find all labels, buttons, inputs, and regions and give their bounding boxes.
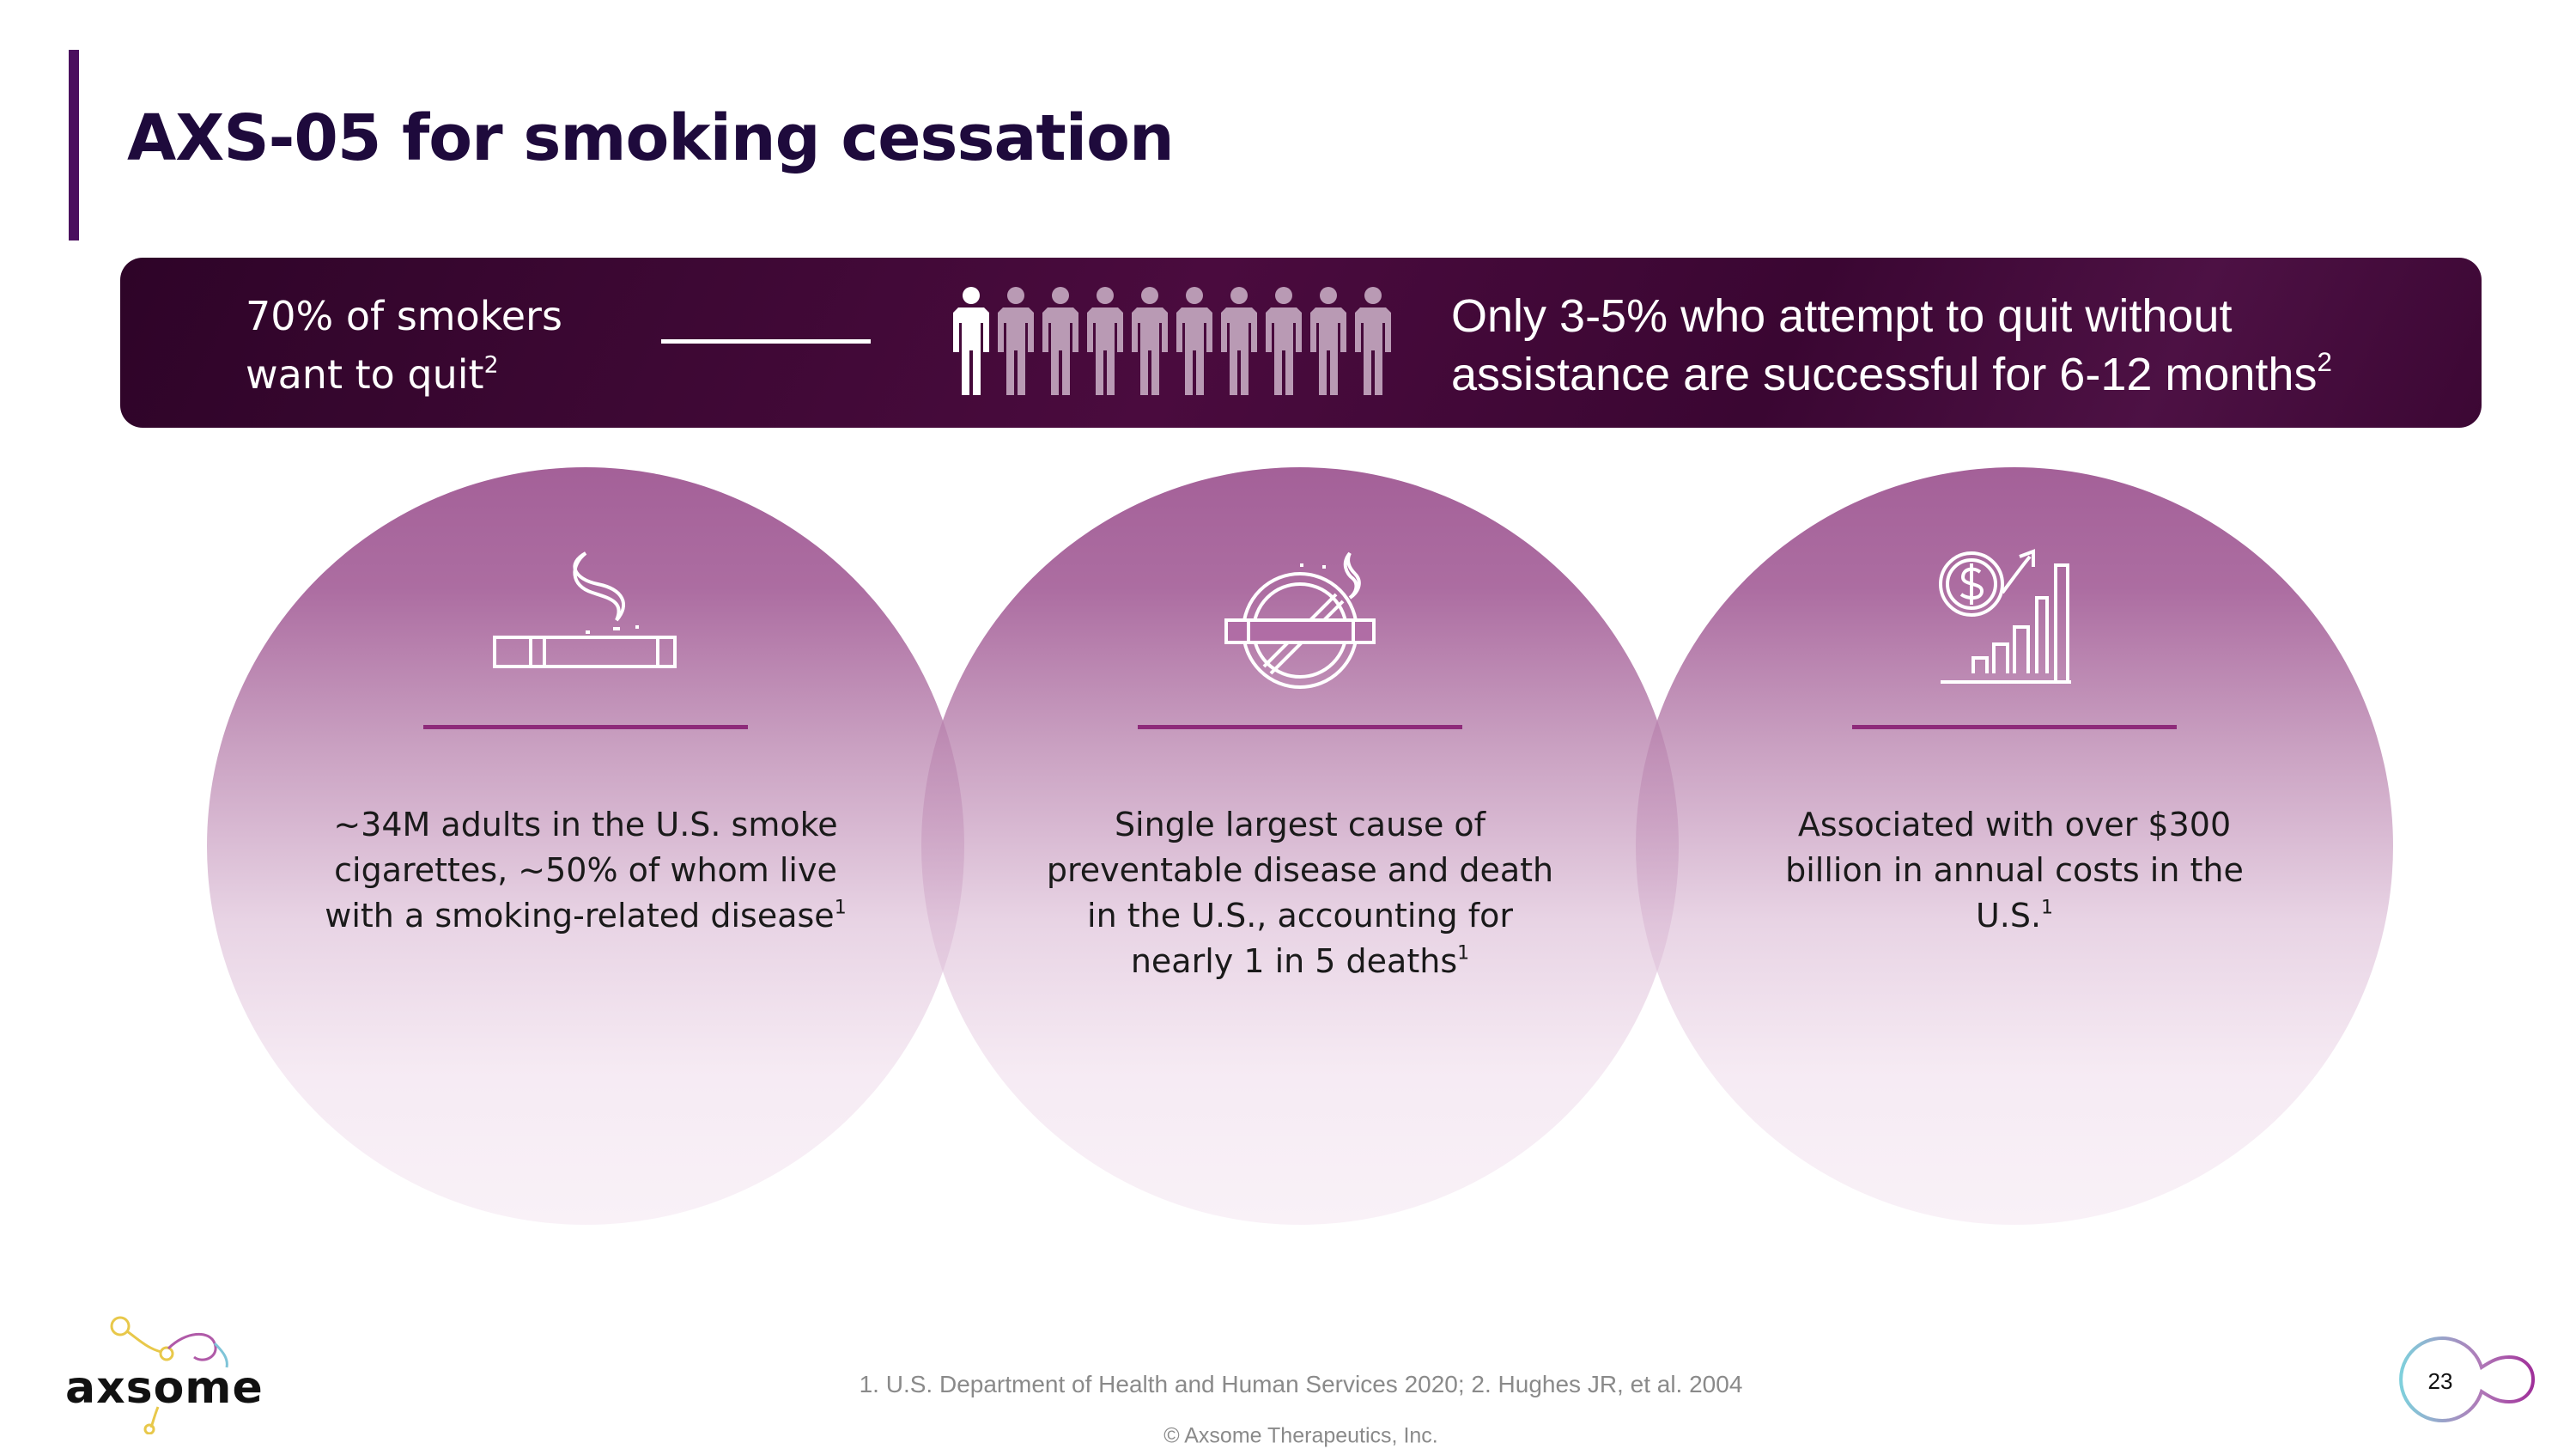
circle-footnote-ref: 1 <box>834 897 847 919</box>
banner-divider <box>661 339 871 344</box>
circle-text-body: ~34M adults in the U.S. smoke cigarettes… <box>325 806 838 935</box>
title-accent-bar <box>69 50 79 240</box>
banner-right-line1: Only 3-5% who attempt to quit without <box>1451 290 2233 342</box>
circle-text: Single largest cause of preventable dise… <box>1033 802 1567 984</box>
stat-circle-prevalence: ~34M adults in the U.S. smoke cigarettes… <box>207 467 964 1225</box>
banner-left-line1: 70% of smokers <box>246 293 562 339</box>
logo-molecule-icon <box>110 1316 228 1435</box>
banner-right-footnote-ref: 2 <box>2317 347 2332 378</box>
banner-right-text: Only 3-5% who attempt to quit without as… <box>1451 287 2332 404</box>
circle-text-body: Associated with over $300 billion in ann… <box>1785 806 2244 935</box>
circle-text: ~34M adults in the U.S. smoke cigarettes… <box>319 802 853 939</box>
circle-divider <box>1852 725 2177 729</box>
stat-circle-costs: Associated with over $300 billion in ann… <box>1636 467 2393 1225</box>
people-icon <box>953 287 1391 395</box>
axsome-logo: axsome <box>65 1314 271 1435</box>
rising-cost-icon <box>1939 549 2071 684</box>
references-footnote: 1. U.S. Department of Health and Human S… <box>859 1371 1743 1397</box>
page-number: 23 <box>2427 1368 2453 1394</box>
stat-banner: 70% of smokers want to quit2 Only 3-5% w… <box>120 258 2482 428</box>
page-badge-shape-icon <box>2399 1336 2536 1422</box>
circle-footnote-ref: 1 <box>2041 897 2054 919</box>
circle-divider <box>1138 725 1462 729</box>
circle-divider <box>423 725 748 729</box>
logo-wordmark: axsome <box>65 1362 264 1414</box>
stat-circle-mortality: Single largest cause of preventable dise… <box>921 467 1679 1225</box>
banner-left-line2: want to quit <box>246 351 484 398</box>
circle-text: Associated with over $300 billion in ann… <box>1747 802 2281 939</box>
cigarette-icon <box>493 551 677 668</box>
banner-left-text: 70% of smokers want to quit2 <box>246 287 562 404</box>
circle-text-body: Single largest cause of preventable dise… <box>1046 806 1554 980</box>
banner-right-line2: assistance are successful for 6-12 month… <box>1451 349 2318 400</box>
page-number-badge: 23 <box>2396 1331 2542 1434</box>
no-smoking-icon <box>1224 551 1376 689</box>
copyright-notice: © Axsome Therapeutics, Inc. <box>1163 1423 1438 1448</box>
circle-footnote-ref: 1 <box>1457 942 1470 965</box>
page-title: AXS-05 for smoking cessation <box>127 101 1175 175</box>
banner-left-footnote-ref: 2 <box>483 351 499 379</box>
